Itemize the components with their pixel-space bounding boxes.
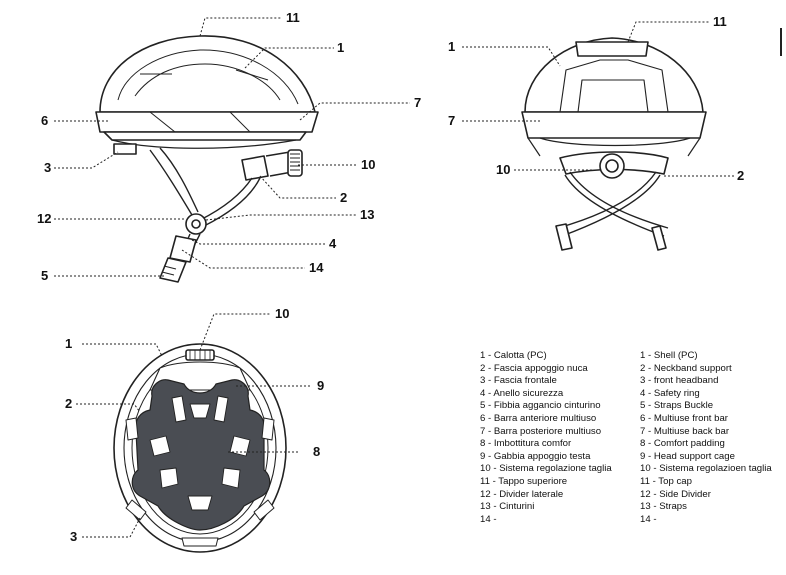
bottom-callout-2: 2 (65, 396, 73, 411)
bottom-callout-10: 10 (275, 306, 290, 321)
legend-en-item: 9 - Head support cage (640, 450, 735, 462)
legend-it-item: 11 - Tappo superiore (480, 475, 568, 487)
back-callout-7: 7 (448, 113, 456, 128)
legend-it-item: 5 - Fibbia aggancio cinturino (480, 400, 601, 412)
legend-en-item: 8 - Comfort padding (640, 438, 725, 450)
bottom-callout-9: 9 (317, 378, 325, 393)
side-callout-1: 1 (337, 40, 345, 55)
legend-en-item: 12 - Side Divider (640, 488, 711, 500)
legend-en-item: 1 - Shell (PC) (640, 350, 698, 361)
back-callout-11: 11 (713, 14, 727, 29)
legend-en-item: 14 - (640, 513, 657, 525)
side-callout-13: 13 (360, 207, 375, 222)
legend-it-item: 6 - Barra anteriore multiuso (480, 412, 597, 424)
legend-en-item: 6 - Multiuse front bar (640, 412, 728, 424)
legend-it-item: 9 - Gabbia appoggio testa (480, 450, 591, 462)
legend-italian: 1 - Calotta (PC) 2 - Fascia appoggio nuc… (480, 350, 612, 526)
side-callout-10: 10 (361, 157, 376, 172)
back-callout-10: 10 (496, 162, 511, 177)
back-callout-1: 1 (448, 39, 456, 54)
side-view-leaders (54, 17, 410, 277)
side-callout-5: 5 (41, 268, 49, 283)
back-view-leaders (462, 21, 735, 177)
bottom-view-leaders (76, 313, 310, 538)
side-callout-4: 4 (329, 236, 337, 251)
legend-en-item: 5 - Straps Buckle (640, 400, 714, 412)
bottom-callout-8: 8 (313, 444, 321, 459)
legend-english: 1 - Shell (PC) 2 - Neckband support 3 - … (640, 350, 772, 526)
side-callout-14: 14 (309, 260, 324, 275)
legend-en-item: 11 - Top cap (640, 475, 692, 487)
side-callout-2: 2 (340, 190, 348, 205)
legend-it-item: 13 - Cinturini (480, 501, 535, 513)
side-callout-12: 12 (37, 211, 52, 226)
legend-en-item: 3 - front headband (640, 375, 719, 387)
side-callout-6: 6 (41, 113, 49, 128)
legend-it-item: 7 - Barra posteriore multiuso (480, 425, 602, 437)
bottom-callout-3: 3 (70, 529, 78, 544)
legend-it-item: 8 - Imbottitura comfor (480, 438, 572, 450)
back-view-helmet (521, 37, 707, 251)
legend-it-item: 12 - Divider laterale (480, 488, 564, 500)
legend-it-item: 3 - Fascia frontale (480, 375, 557, 387)
back-callout-2: 2 (737, 168, 745, 183)
legend-en-item: 7 - Multiuse back bar (640, 425, 730, 437)
edge-divider (780, 28, 786, 56)
side-callout-7: 7 (414, 95, 422, 110)
bottom-view-helmet (113, 343, 287, 553)
legend-en-item: 10 - Sistema regolazioen taglia (640, 463, 772, 475)
legend-en-item: 2 - Neckband support (640, 362, 732, 374)
legend-it-item: 14 - (480, 513, 497, 525)
side-callout-3: 3 (44, 160, 52, 175)
legend-it-item: 10 - Sistema regolazione taglia (480, 463, 612, 475)
side-view-helmet (95, 35, 319, 283)
legend-it-item: 4 - Anello sicurezza (480, 387, 564, 399)
legend-en-item: 4 - Safety ring (640, 387, 700, 399)
legend-it-item: 2 - Fascia appoggio nuca (480, 362, 588, 374)
bottom-callout-1: 1 (65, 336, 73, 351)
legend-it-item: 1 - Calotta (PC) (480, 350, 547, 361)
side-callout-11: 11 (286, 10, 300, 25)
legend-en-item: 13 - Straps (640, 501, 687, 513)
